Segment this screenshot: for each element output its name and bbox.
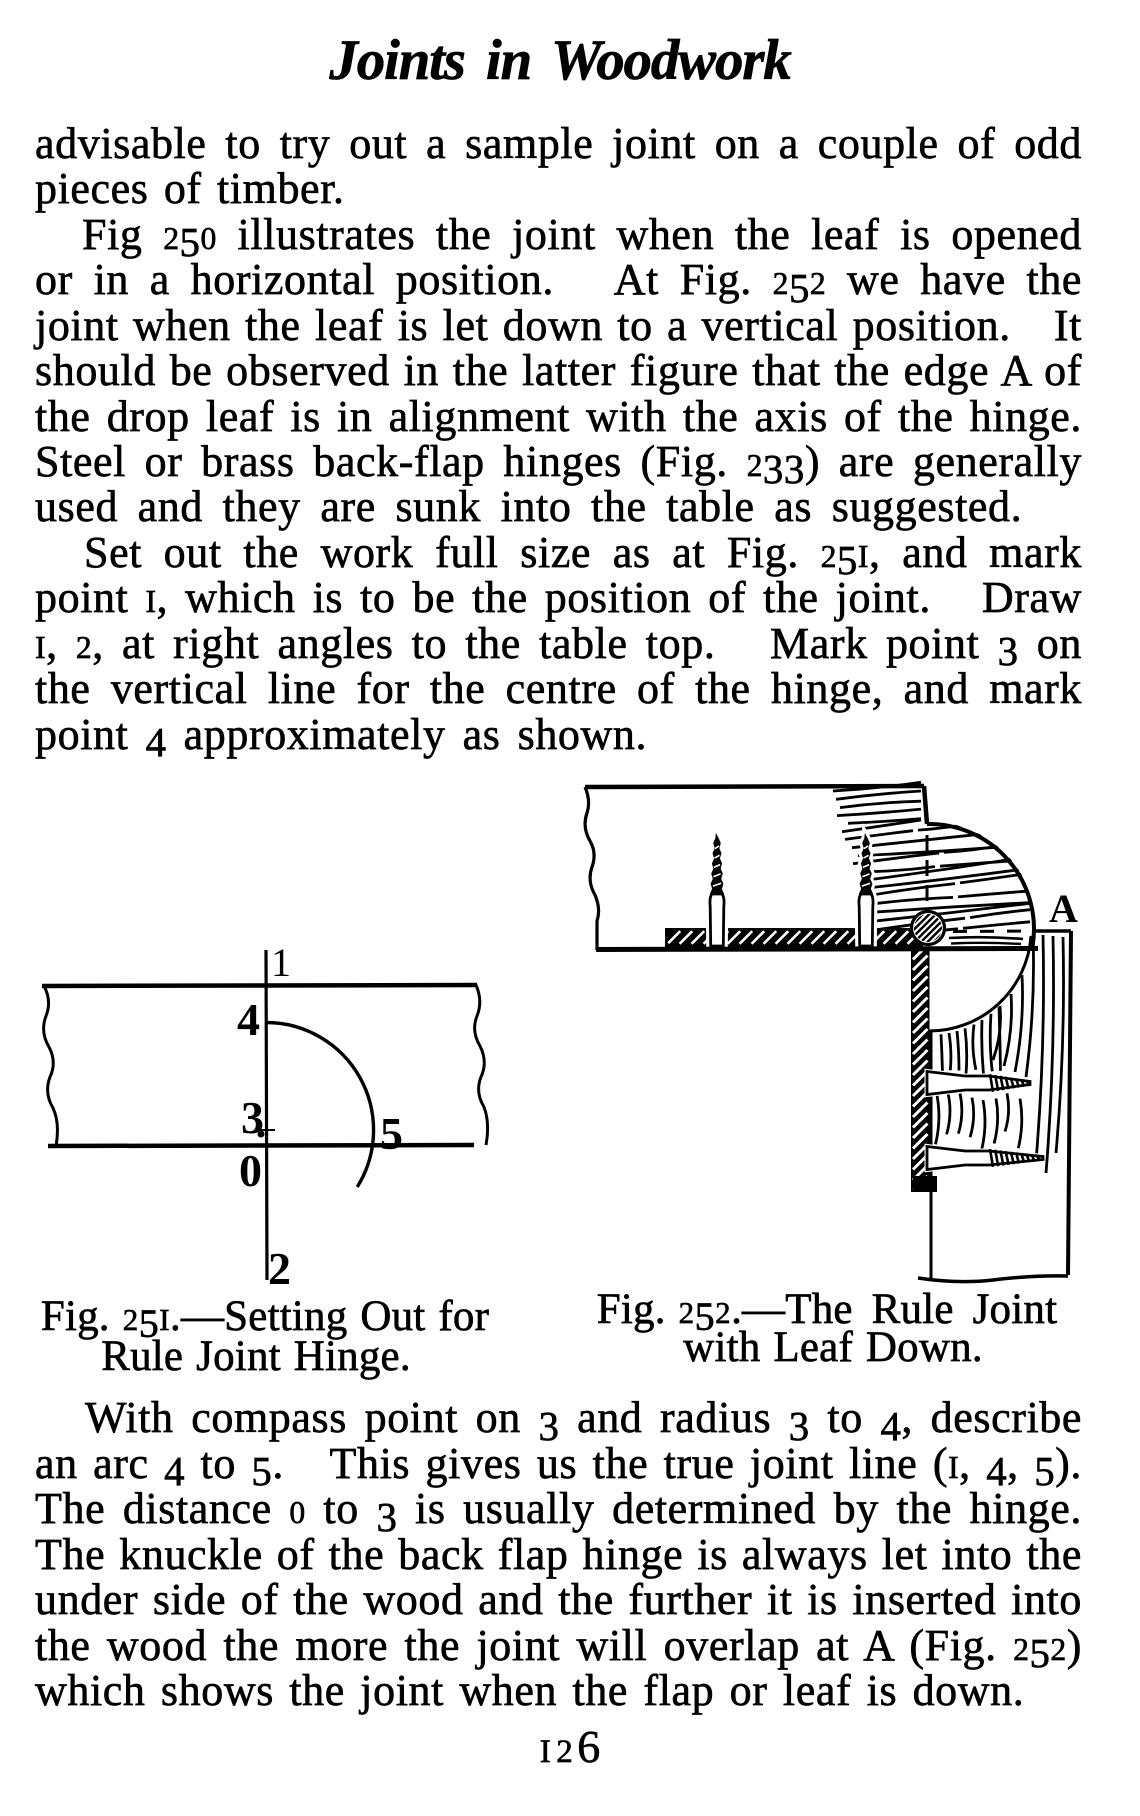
svg-text:0: 0 bbox=[239, 1145, 262, 1196]
svg-text:4: 4 bbox=[237, 994, 260, 1045]
svg-text:2: 2 bbox=[268, 1243, 291, 1292]
svg-text:A: A bbox=[1049, 886, 1078, 931]
svg-text:5: 5 bbox=[380, 1108, 403, 1159]
svg-text:3: 3 bbox=[241, 1092, 264, 1143]
svg-text:1: 1 bbox=[271, 940, 291, 985]
